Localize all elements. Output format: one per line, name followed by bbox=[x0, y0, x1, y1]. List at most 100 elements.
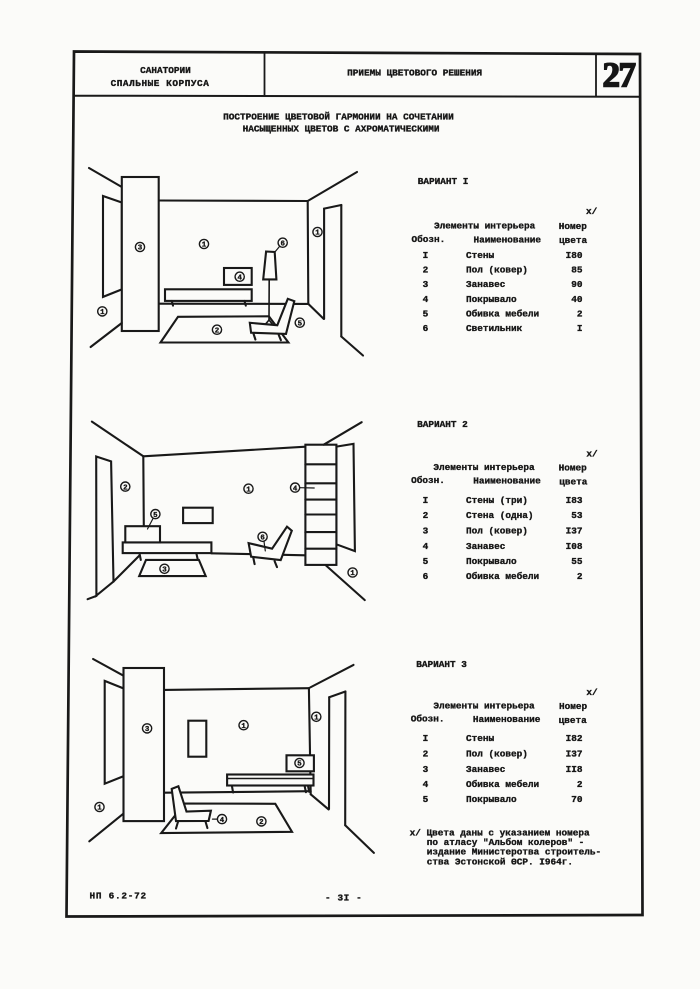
svg-text:2: 2 bbox=[577, 779, 583, 790]
svg-text:Элементы интерьера: Элементы интерьера bbox=[434, 221, 536, 232]
svg-text:1: 1 bbox=[97, 805, 102, 813]
svg-text:Обивка мебели: Обивка мебели bbox=[466, 308, 539, 319]
svg-text:2: 2 bbox=[577, 571, 583, 582]
svg-text:Пол (ковер): Пол (ковер) bbox=[466, 749, 528, 760]
svg-text:I37: I37 bbox=[566, 749, 583, 760]
svg-text:6: 6 bbox=[423, 323, 429, 334]
svg-text:I37: I37 bbox=[566, 526, 583, 537]
svg-text:I08: I08 bbox=[566, 541, 583, 552]
svg-text:Стены: Стены bbox=[466, 733, 495, 744]
svg-text:3: 3 bbox=[423, 764, 429, 775]
svg-text:2: 2 bbox=[123, 484, 127, 492]
svg-text:5: 5 bbox=[153, 512, 158, 520]
svg-text:СПАЛЬНЫЕ КОРПУСА: СПАЛЬНЫЕ КОРПУСА bbox=[111, 78, 210, 89]
svg-text:Занавес: Занавес bbox=[466, 541, 506, 552]
svg-text:5: 5 bbox=[297, 761, 302, 769]
svg-text:издание Министеротва строитель: издание Министеротва строитель- bbox=[427, 847, 601, 858]
svg-text:II8: II8 bbox=[566, 764, 583, 775]
svg-text:цвета: цвета bbox=[559, 477, 588, 488]
svg-text:Номер: Номер bbox=[559, 463, 588, 474]
svg-text:70: 70 bbox=[571, 794, 583, 805]
svg-text:САНАТОРИИ: САНАТОРИИ bbox=[140, 65, 191, 76]
svg-text:Наименование: Наименование bbox=[474, 235, 542, 246]
svg-text:I: I bbox=[423, 733, 429, 744]
svg-text:по атласу "Альбом колеров" -: по атласу "Альбом колеров" - bbox=[427, 837, 585, 848]
svg-text:Стены: Стены bbox=[466, 250, 495, 261]
svg-text:3: 3 bbox=[145, 726, 150, 734]
svg-text:4: 4 bbox=[293, 485, 298, 493]
svg-text:3: 3 bbox=[162, 567, 167, 575]
svg-text:Номер: Номер bbox=[559, 701, 588, 712]
svg-text:5: 5 bbox=[298, 320, 303, 328]
svg-text:4: 4 bbox=[423, 294, 429, 305]
svg-text:1: 1 bbox=[100, 309, 105, 317]
svg-text:2: 2 bbox=[423, 749, 429, 760]
svg-text:Элементы интерьера: Элементы интерьера bbox=[433, 462, 535, 473]
svg-text:Наименование: Наименование bbox=[473, 476, 541, 487]
svg-text:3: 3 bbox=[423, 279, 429, 290]
svg-text:4: 4 bbox=[423, 541, 429, 552]
svg-text:4: 4 bbox=[220, 817, 225, 825]
svg-text:Занавес: Занавес bbox=[466, 279, 506, 290]
svg-text:Обивка мебели: Обивка мебели bbox=[466, 571, 539, 582]
svg-text:НП 6.2-72: НП 6.2-72 bbox=[90, 891, 147, 902]
svg-text:Занавес: Занавес bbox=[466, 764, 506, 775]
svg-text:ПОСТРОЕНИЕ ЦВЕТОВОЙ ГАРМОНИИ Н: ПОСТРОЕНИЕ ЦВЕТОВОЙ ГАРМОНИИ НА СОЧЕТАНИ… bbox=[223, 112, 454, 123]
svg-text:ПРИЕМЫ ЦВЕТОВОГО РЕШЕНИЯ: ПРИЕМЫ ЦВЕТОВОГО РЕШЕНИЯ bbox=[347, 68, 482, 79]
svg-text:Номер: Номер bbox=[559, 221, 588, 232]
svg-text:4: 4 bbox=[237, 274, 242, 282]
svg-text:I: I bbox=[423, 495, 429, 506]
svg-text:Стены (три): Стены (три) bbox=[466, 495, 528, 506]
svg-text:х/: х/ bbox=[586, 206, 598, 217]
svg-text:I80: I80 bbox=[566, 250, 583, 261]
svg-text:6: 6 bbox=[260, 535, 265, 543]
svg-text:ВАРИАНТ I: ВАРИАНТ I bbox=[418, 176, 469, 187]
svg-text:Элементы интерьера: Элементы интерьера bbox=[433, 701, 535, 712]
svg-text:Стена (одна): Стена (одна) bbox=[466, 510, 534, 521]
svg-text:2: 2 bbox=[423, 265, 429, 276]
svg-text:Покрывало: Покрывало bbox=[466, 294, 517, 305]
svg-text:5: 5 bbox=[423, 794, 429, 805]
svg-text:85: 85 bbox=[571, 265, 583, 276]
svg-text:ВАРИАНТ 3: ВАРИАНТ 3 bbox=[416, 659, 467, 670]
svg-text:Пол (ковер): Пол (ковер) bbox=[466, 265, 528, 276]
svg-text:Наименование: Наименование bbox=[473, 714, 541, 725]
svg-text:ВАРИАНТ 2: ВАРИАНТ 2 bbox=[417, 419, 468, 430]
svg-text:Пол (ковер): Пол (ковер) bbox=[466, 526, 528, 537]
svg-text:3: 3 bbox=[423, 526, 429, 537]
svg-text:х/: х/ bbox=[586, 687, 598, 698]
svg-text:цвета: цвета bbox=[559, 235, 588, 246]
svg-text:I83: I83 bbox=[566, 495, 583, 506]
svg-text:90: 90 bbox=[571, 279, 583, 290]
svg-text:2: 2 bbox=[215, 327, 219, 335]
svg-text:I: I bbox=[423, 250, 429, 261]
svg-text:Обозн.: Обозн. bbox=[411, 714, 445, 725]
svg-text:5: 5 bbox=[423, 556, 429, 567]
svg-text:НАСЫЩЕННЫХ ЦВЕТОВ С АХРОМАТИЧЕ: НАСЫЩЕННЫХ ЦВЕТОВ С АХРОМАТИЧЕСКИМИ bbox=[243, 124, 440, 135]
svg-text:I82: I82 bbox=[566, 733, 583, 744]
svg-text:Обивка мебели: Обивка мебели bbox=[466, 779, 539, 790]
svg-text:1: 1 bbox=[202, 242, 207, 250]
svg-text:55: 55 bbox=[571, 556, 583, 567]
svg-text:ства Эстонской ΘСР. I964г.: ства Эстонской ΘСР. I964г. bbox=[427, 856, 573, 867]
svg-text:I: I bbox=[577, 323, 583, 334]
svg-text:- 3I -: - 3I - bbox=[325, 893, 362, 904]
svg-text:Светильник: Светильник bbox=[466, 323, 523, 334]
svg-text:53: 53 bbox=[571, 510, 583, 521]
svg-text:2: 2 bbox=[259, 819, 263, 827]
svg-text:х/ Цвета даны с указанием номе: х/ Цвета даны с указанием номера bbox=[410, 827, 590, 838]
svg-text:Обозн.: Обозн. bbox=[412, 234, 446, 245]
svg-text:Обозн.: Обозн. bbox=[411, 475, 445, 486]
svg-text:40: 40 bbox=[571, 294, 583, 305]
svg-text:3: 3 bbox=[138, 245, 143, 253]
svg-text:2: 2 bbox=[577, 308, 583, 319]
svg-text:27: 27 bbox=[603, 56, 636, 95]
svg-text:1: 1 bbox=[350, 570, 355, 578]
svg-text:2: 2 bbox=[423, 510, 429, 521]
svg-text:1: 1 bbox=[315, 230, 320, 238]
svg-text:1: 1 bbox=[241, 723, 246, 731]
svg-text:х/: х/ bbox=[586, 449, 598, 460]
svg-text:5: 5 bbox=[423, 308, 429, 319]
svg-text:4: 4 bbox=[423, 779, 429, 790]
svg-text:Покрывало: Покрывало bbox=[466, 556, 517, 567]
